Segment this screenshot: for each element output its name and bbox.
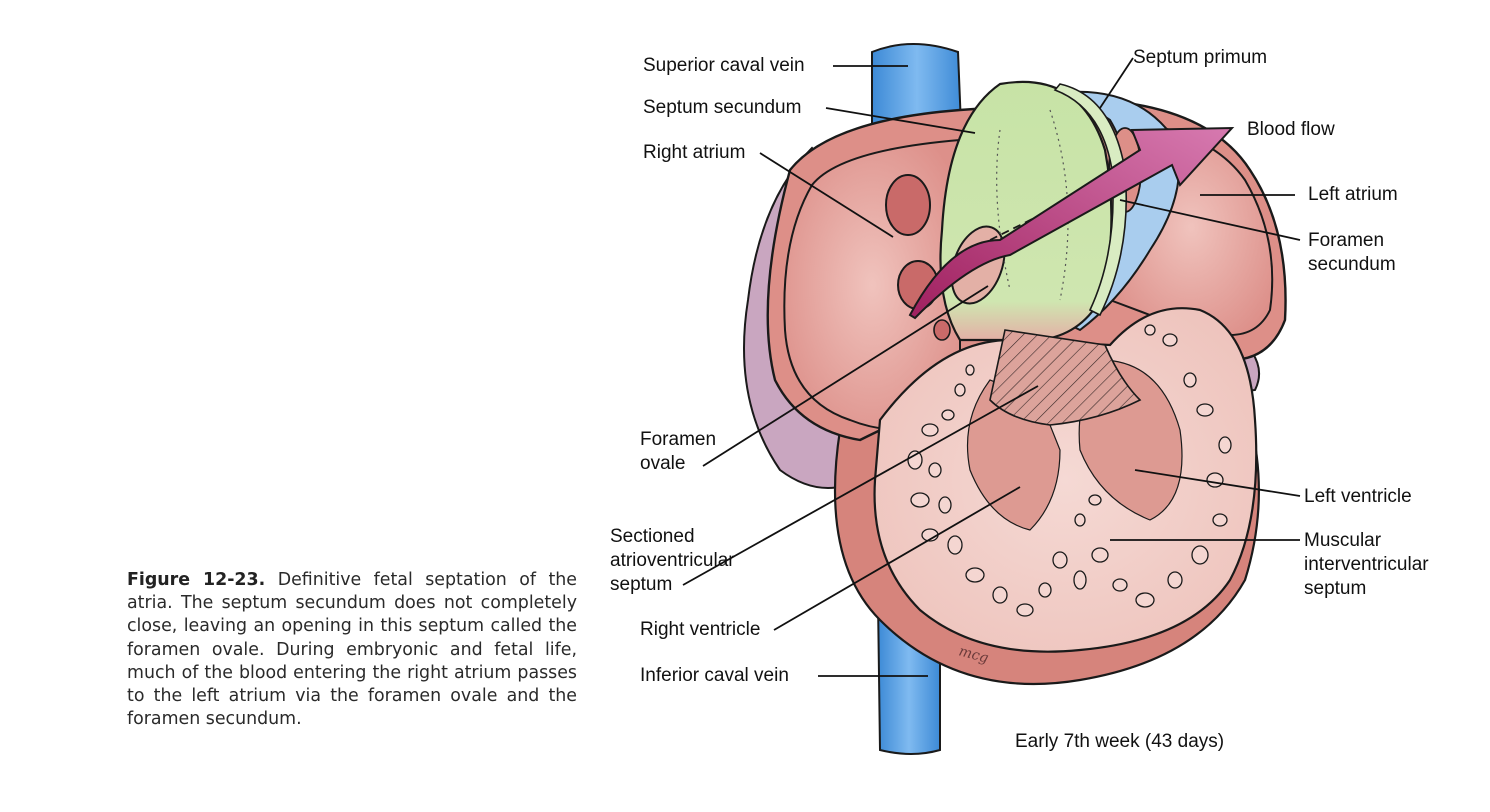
label-muscular-iv-septum: Muscular interventricular septum [1304,530,1429,599]
leader-lines [682,57,1301,677]
stage-label: Early 7th week (43 days) [1015,731,1225,752]
label-blood-flow: Blood flow [1247,119,1335,140]
label-septum-secundum: Septum secundum [643,97,802,118]
label-foramen-ovale: Foramen ovale [640,429,717,474]
figure-number: Figure 12-23. [127,570,266,590]
venous-opening-upper [885,174,931,236]
figure-caption: Figure 12-23. Definitive fetal septation… [127,569,577,731]
label-right-atrium: Right atrium [643,142,746,163]
label-sectioned-av-septum: Sectioned atrioventricular septum [610,526,735,595]
label-superior-caval-vein: Superior caval vein [643,55,805,76]
blood-flow-arrow [908,126,1235,320]
septum-secundum-rim [1053,83,1128,317]
label-left-atrium: Left atrium [1308,184,1398,205]
label-right-ventricle: Right ventricle [640,619,761,640]
label-septum-primum: Septum primum [1133,47,1268,68]
artist-signature: mcg [957,643,990,666]
sectioned-av-septum [989,329,1142,426]
label-inferior-caval-vein: Inferior caval vein [640,665,789,686]
trabeculae [907,324,1232,617]
label-foramen-secundum: Foramen secundum [1308,230,1396,275]
caption-text: Definitive fetal septation of the atria.… [127,570,578,730]
septum-secundum-contour-2 [1049,109,1069,301]
small-opening [933,319,951,341]
label-left-ventricle: Left ventricle [1304,486,1412,507]
